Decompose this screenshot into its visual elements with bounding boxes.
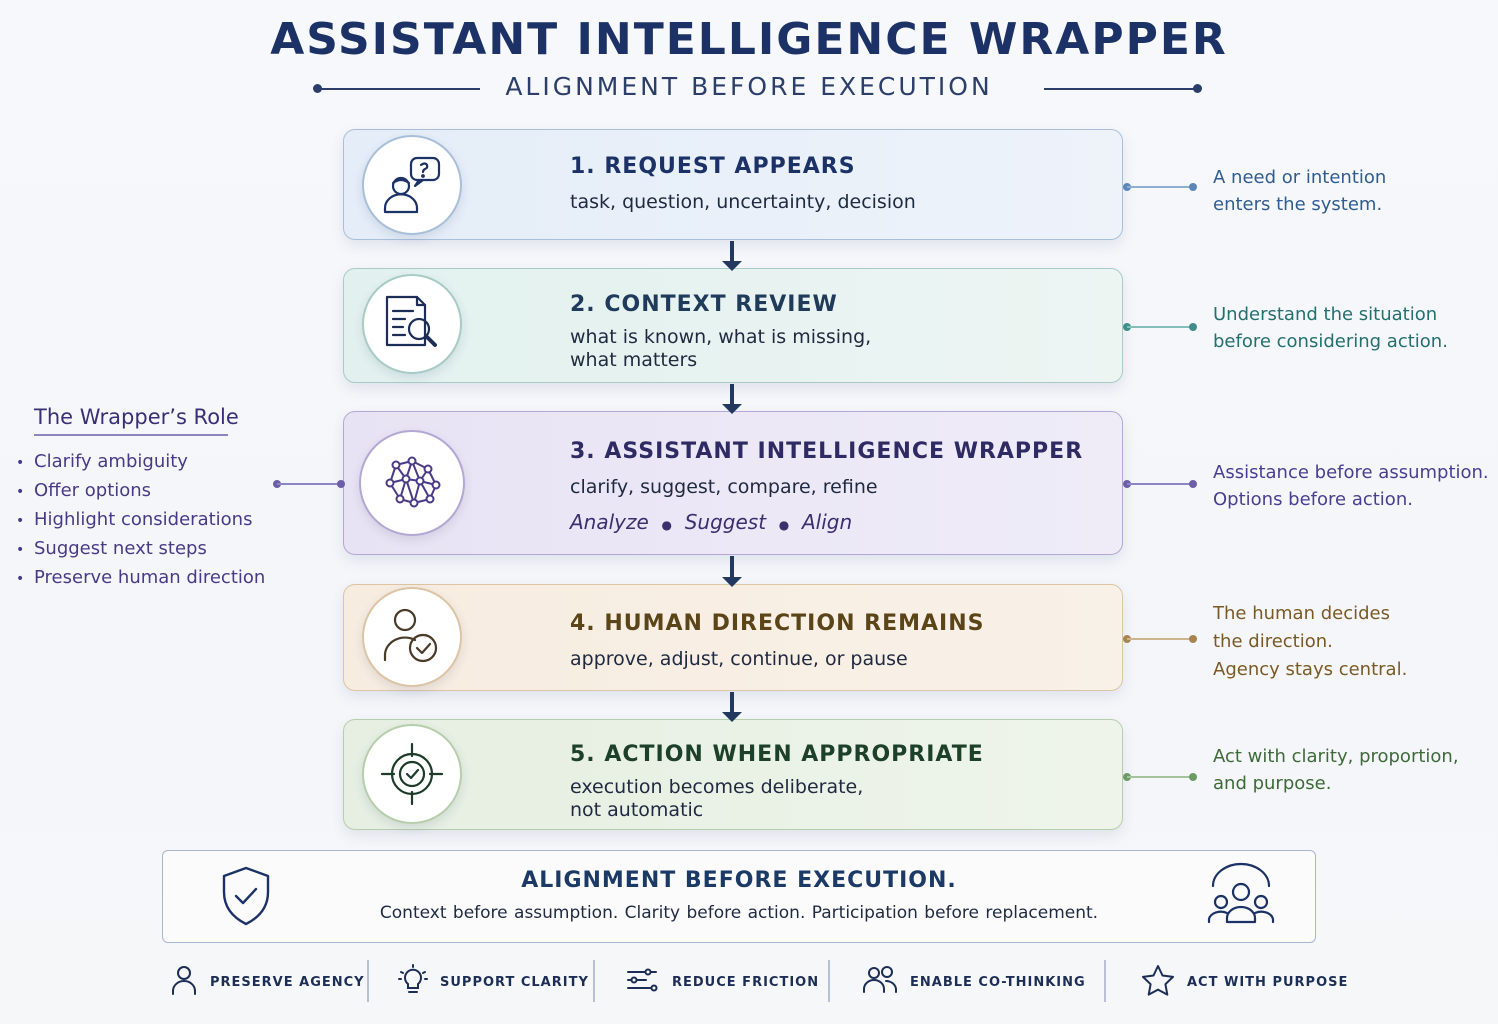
list-item: Suggest next steps <box>16 535 265 564</box>
user-question-icon <box>362 135 462 235</box>
step-desc: task, question, uncertainty, decision <box>570 191 916 213</box>
connector-dot <box>1189 183 1197 191</box>
network-icon <box>359 430 465 536</box>
star-icon <box>1141 964 1175 1000</box>
flow-arrow <box>730 241 734 261</box>
step-card-action: 5. ACTION WHEN APPROPRIATE execution bec… <box>343 719 1123 830</box>
connector-line <box>1127 483 1193 485</box>
step-title: 4. HUMAN DIRECTION REMAINS <box>570 611 985 636</box>
pillar-divider <box>593 960 595 1002</box>
summary-banner <box>162 850 1316 943</box>
person-icon <box>170 964 198 1000</box>
flow-arrow-head <box>722 404 742 414</box>
connector-dot <box>1189 480 1197 488</box>
people-icon <box>862 964 898 1000</box>
step-card-wrapper: 3. ASSISTANT INTELLIGENCE WRAPPER clarif… <box>343 411 1123 555</box>
shield-check-icon <box>218 864 274 932</box>
list-item: Highlight considerations <box>16 506 265 535</box>
flow-arrow-head <box>722 261 742 271</box>
role-panel-title: The Wrapper’s Role <box>34 405 239 429</box>
connector-dot <box>1189 773 1197 781</box>
step-title: 5. ACTION WHEN APPROPRIATE <box>570 742 984 767</box>
connector-line <box>1127 638 1193 640</box>
step-title: 3. ASSISTANT INTELLIGENCE WRAPPER <box>570 439 1084 464</box>
step-card-request: 1. REQUEST APPEARS task, question, uncer… <box>343 129 1123 240</box>
pillar-divider <box>828 960 830 1002</box>
list-item: Offer options <box>16 477 265 506</box>
pillar-divider <box>1104 960 1106 1002</box>
list-item: Clarify ambiguity <box>16 448 265 477</box>
role-panel-list: Clarify ambiguity Offer options Highligh… <box>16 448 265 593</box>
flow-arrow <box>730 384 734 404</box>
page-subtitle: ALIGNMENT BEFORE EXECUTION <box>505 72 993 101</box>
pillar-enable-co-thinking: ENABLE CO-THINKING <box>862 962 1086 1002</box>
connector-line <box>1127 326 1193 328</box>
title-rule-right <box>1044 88 1196 90</box>
pillar-support-clarity: SUPPORT CLARITY <box>398 962 589 1002</box>
target-check-icon <box>362 724 462 824</box>
title-rule-left <box>318 88 480 90</box>
connector-dot <box>1189 323 1197 331</box>
connector-line <box>1127 776 1193 778</box>
step-note-action: Act with clarity, proportion,and purpose… <box>1213 746 1459 794</box>
step-desc: clarify, suggest, compare, refine <box>570 476 878 498</box>
lightbulb-icon <box>398 964 428 1000</box>
banner-subtitle: Context before assumption. Clarity befor… <box>379 903 1099 923</box>
role-panel-underline <box>34 434 228 436</box>
document-search-icon <box>362 274 462 374</box>
pillar-reduce-friction: REDUCE FRICTION <box>626 962 819 1002</box>
step-desc: execution becomes deliberate, <box>570 776 864 798</box>
step-desc: what is known, what is missing, <box>570 326 872 348</box>
step-desc: not automatic <box>570 799 704 821</box>
user-check-icon <box>362 587 462 687</box>
step-desc: approve, adjust, continue, or pause <box>570 648 908 670</box>
flow-arrow <box>730 556 734 577</box>
flow-arrow-head <box>722 712 742 722</box>
step-title: 2. CONTEXT REVIEW <box>570 292 838 317</box>
banner-title: ALIGNMENT BEFORE EXECUTION. <box>521 868 957 893</box>
list-item: Preserve human direction <box>16 564 265 593</box>
step-flow: Analyze ● Suggest ● Align <box>570 510 853 534</box>
pillar-divider <box>367 960 369 1002</box>
group-icon <box>1205 862 1277 932</box>
connector-dot <box>1189 635 1197 643</box>
pillar-preserve-agency: PRESERVE AGENCY <box>170 962 365 1002</box>
step-note-wrapper: Assistance before assumption.Options bef… <box>1213 462 1489 510</box>
connector-line <box>1127 186 1193 188</box>
connector-dot <box>337 480 345 488</box>
step-card-human: 4. HUMAN DIRECTION REMAINS approve, adju… <box>343 584 1123 691</box>
step-desc: what matters <box>570 349 698 371</box>
flow-arrow <box>730 692 734 712</box>
sliders-icon <box>626 966 660 998</box>
title-rule-dot-left <box>313 84 322 93</box>
pillar-act-with-purpose: ACT WITH PURPOSE <box>1141 962 1348 1002</box>
step-card-context: 2. CONTEXT REVIEW what is known, what is… <box>343 268 1123 383</box>
flow-arrow-head <box>722 577 742 587</box>
connector-line <box>277 483 343 485</box>
title-rule-dot-right <box>1193 84 1202 93</box>
page-title: ASSISTANT INTELLIGENCE WRAPPER <box>270 14 1228 65</box>
step-title: 1. REQUEST APPEARS <box>570 154 856 179</box>
